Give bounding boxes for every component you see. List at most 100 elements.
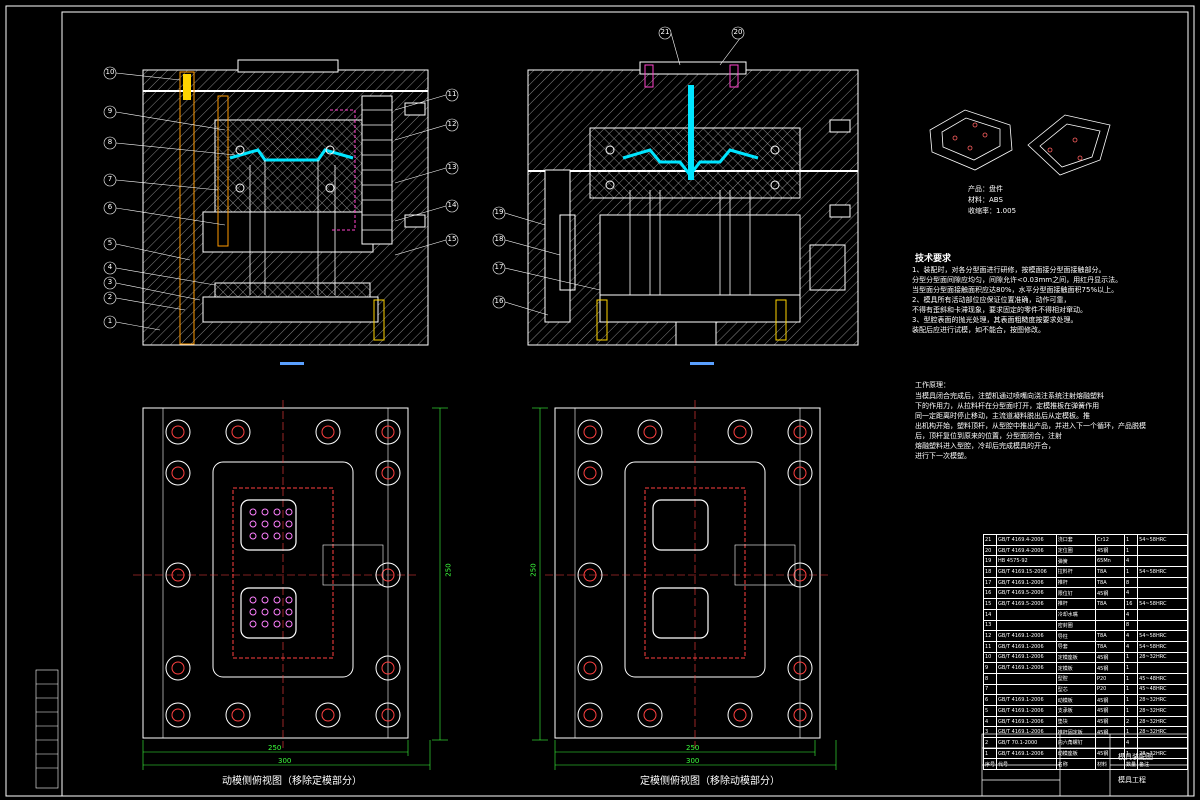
ejector-pin (285, 520, 293, 528)
dim-side-right: 250 (529, 563, 538, 577)
ejector-pin (273, 532, 281, 540)
bom-cell: 1 (1124, 662, 1139, 674)
leader-line (115, 179, 219, 191)
bom-cell: 6 (982, 694, 998, 706)
callout-circle (103, 261, 117, 275)
leader-line (394, 205, 447, 222)
text-line: 当模具闭合完成后，注塑机通过喷嘴向浇注系统注射熔融塑料 (915, 392, 1104, 400)
leader-line (115, 243, 191, 261)
bom-cell: 7 (982, 683, 998, 696)
plan-shape (734, 544, 796, 586)
bom-cell: 4 (1124, 587, 1139, 600)
plan-shape (375, 702, 401, 728)
bom-cell: 28~32HRC (1137, 694, 1188, 706)
bom-cell: 1 (1124, 672, 1139, 685)
leader-line (115, 111, 226, 131)
plan-shape (787, 419, 813, 445)
plan-view-right (545, 400, 830, 748)
callouts-right (492, 26, 745, 316)
drawing-frame (61, 11, 1189, 797)
product-material: 材料：ABS (968, 196, 1003, 204)
ejector-pin (261, 520, 269, 528)
callout-circle (658, 26, 672, 40)
bom-cell: T8A (1094, 566, 1126, 578)
cavity-outline (652, 499, 709, 551)
bom-cell: 1 (1124, 534, 1139, 546)
bom-cell (1137, 662, 1188, 674)
callout-circle (103, 105, 117, 119)
plan-shape (165, 655, 191, 681)
plan-shape (787, 460, 813, 486)
callout-number: 9 (107, 107, 113, 115)
callout-number: 11 (447, 90, 457, 98)
leader-line (115, 142, 236, 156)
bom-cell: 4 (1124, 608, 1139, 621)
ejector-pin (261, 508, 269, 516)
leader-line (394, 239, 447, 256)
callout-circle (103, 291, 117, 305)
bom-cell: 20 (982, 544, 998, 557)
callout-circle (103, 276, 117, 290)
bom-cell: Cr12 (1094, 534, 1126, 546)
callout-number: 16 (494, 297, 504, 305)
bom-cell: 材料 (1094, 758, 1126, 771)
bom-cell: 45钢 (1094, 726, 1126, 739)
text-line: 不得有歪斜和卡滞现象，要求固定的零件不得相对窜动。 (912, 306, 1087, 314)
dim-300-left: 300 (278, 757, 292, 765)
bom-cell: 5 (982, 705, 998, 717)
plan-shape (315, 702, 341, 728)
plan-shape (793, 425, 807, 439)
bom-cell: 54~58HRC (1137, 630, 1188, 642)
plan-shape (171, 466, 185, 480)
text-line: 熔融塑料进入型腔，冷却后完成模具的开合， (915, 442, 1055, 450)
bom-cell: GB/T 4169.4-2006 (996, 544, 1057, 557)
view-caption-left: 动模侧俯视图（移除定模部分） (222, 776, 362, 787)
section-view-right (527, 61, 859, 346)
bom-cell (996, 683, 1057, 696)
bom-cell: 1 (982, 747, 998, 760)
bom-cell: 54~58HRC (1137, 640, 1188, 653)
section-view-left (142, 59, 429, 346)
bom-cell: 19 (982, 555, 998, 568)
bom-cell: 45钢 (1094, 662, 1126, 674)
callout-circle (492, 261, 506, 275)
leader-line (504, 301, 549, 316)
bom-cell: 弹簧 (1055, 555, 1096, 568)
bom-cell: 定模座板 (1055, 651, 1096, 664)
bom-cell: 54~58HRC (1137, 598, 1188, 610)
callout-number: 17 (494, 263, 504, 271)
callout-circle (103, 315, 117, 329)
callout-circle (492, 295, 506, 309)
bom-cell: GB/T 4169.1-2006 (996, 662, 1057, 674)
working-principle-title: 工作原理： (915, 381, 950, 389)
callout-number: 7 (107, 175, 113, 183)
bom-cell: 45钢 (1094, 694, 1126, 706)
callout-circle (103, 201, 117, 215)
callout-number: 5 (107, 239, 113, 247)
dim-250-left: 250 (268, 744, 282, 752)
plan-shape (225, 702, 251, 728)
bom-cell (1137, 737, 1188, 749)
bom-cell: T8A (1094, 576, 1126, 589)
text-line: 进行下一次模塑。 (915, 452, 971, 460)
bom-cell: GB/T 4169.1-2006 (996, 694, 1057, 706)
ejector-pin (273, 520, 281, 528)
plan-shape (577, 460, 603, 486)
callout-number: 4 (107, 263, 113, 271)
bom-cell: 1 (1124, 544, 1139, 557)
bom-cell: 2 (1124, 715, 1139, 728)
plan-shape (165, 562, 191, 588)
text-line: 分型分型面间隙应均匀，间隙允许<0.03mm之间，用红丹显示法。 (912, 276, 1123, 284)
plan-shape (171, 661, 185, 675)
leader-line (504, 239, 561, 256)
plan-shape (727, 419, 753, 445)
bom-cell: 支承板 (1055, 705, 1096, 717)
dimension-lines (142, 407, 837, 770)
